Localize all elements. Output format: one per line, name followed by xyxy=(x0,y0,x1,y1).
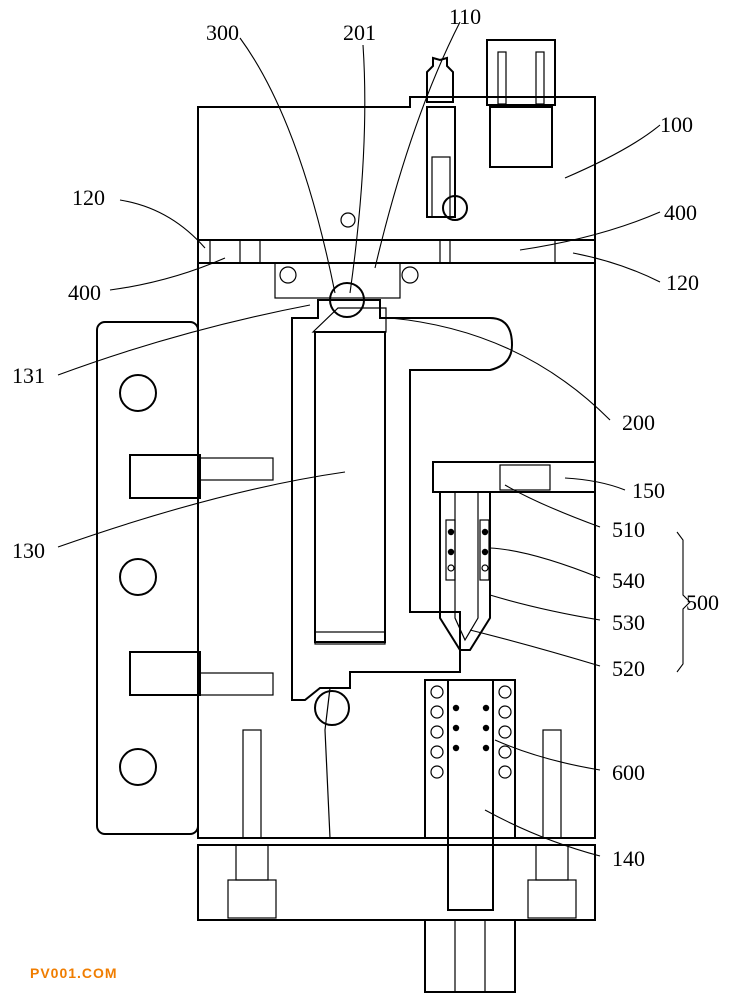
left-port-circle-top xyxy=(119,374,157,412)
upper-seat-assembly xyxy=(274,212,419,318)
lower-ball xyxy=(314,690,350,726)
part-labels: 300 201 110 100 120 400 400 120 131 200 … xyxy=(12,4,719,871)
plug-400-right xyxy=(449,239,556,264)
bottom-nut xyxy=(424,919,516,993)
label-500: 500 xyxy=(686,590,719,615)
label-540: 540 xyxy=(612,568,645,593)
valve-body-100 xyxy=(197,96,596,839)
label-150: 150 xyxy=(632,478,665,503)
spring-assembly-600 xyxy=(424,679,516,911)
left-manifold-block xyxy=(96,321,274,835)
label-520: 520 xyxy=(612,656,645,681)
label-131: 131 xyxy=(12,363,45,388)
check-valve-500 xyxy=(439,491,491,651)
leader-lines xyxy=(57,21,691,857)
mounting-bolts xyxy=(242,729,562,839)
label-110: 110 xyxy=(449,4,481,29)
label-600: 600 xyxy=(612,760,645,785)
label-201: 201 xyxy=(343,20,376,45)
bottom-cover xyxy=(197,844,596,993)
horizontal-channel-120 xyxy=(197,239,596,264)
electrical-connector xyxy=(486,39,556,106)
valve-stem-520 xyxy=(454,491,479,642)
label-510: 510 xyxy=(612,517,645,542)
label-100: 100 xyxy=(660,112,693,137)
label-120-left: 120 xyxy=(72,185,105,210)
top-fitting-110 xyxy=(426,39,556,221)
label-400-right: 400 xyxy=(664,200,697,225)
label-400-left: 400 xyxy=(68,280,101,305)
plug-400-left xyxy=(209,239,241,264)
piston-130 xyxy=(314,331,386,643)
plug-300 xyxy=(259,239,441,264)
label-300: 300 xyxy=(206,20,239,45)
watermark: PV001.COM xyxy=(30,965,118,981)
left-port-circle-middle xyxy=(119,558,157,596)
left-port-circle-bottom xyxy=(119,748,157,786)
stem-140 xyxy=(447,679,494,911)
label-530: 530 xyxy=(612,610,645,635)
label-130: 130 xyxy=(12,538,45,563)
label-200: 200 xyxy=(622,410,655,435)
side-port-150 xyxy=(432,461,596,493)
internal-cavity xyxy=(291,299,514,839)
label-140: 140 xyxy=(612,846,645,871)
label-120-right: 120 xyxy=(666,270,699,295)
